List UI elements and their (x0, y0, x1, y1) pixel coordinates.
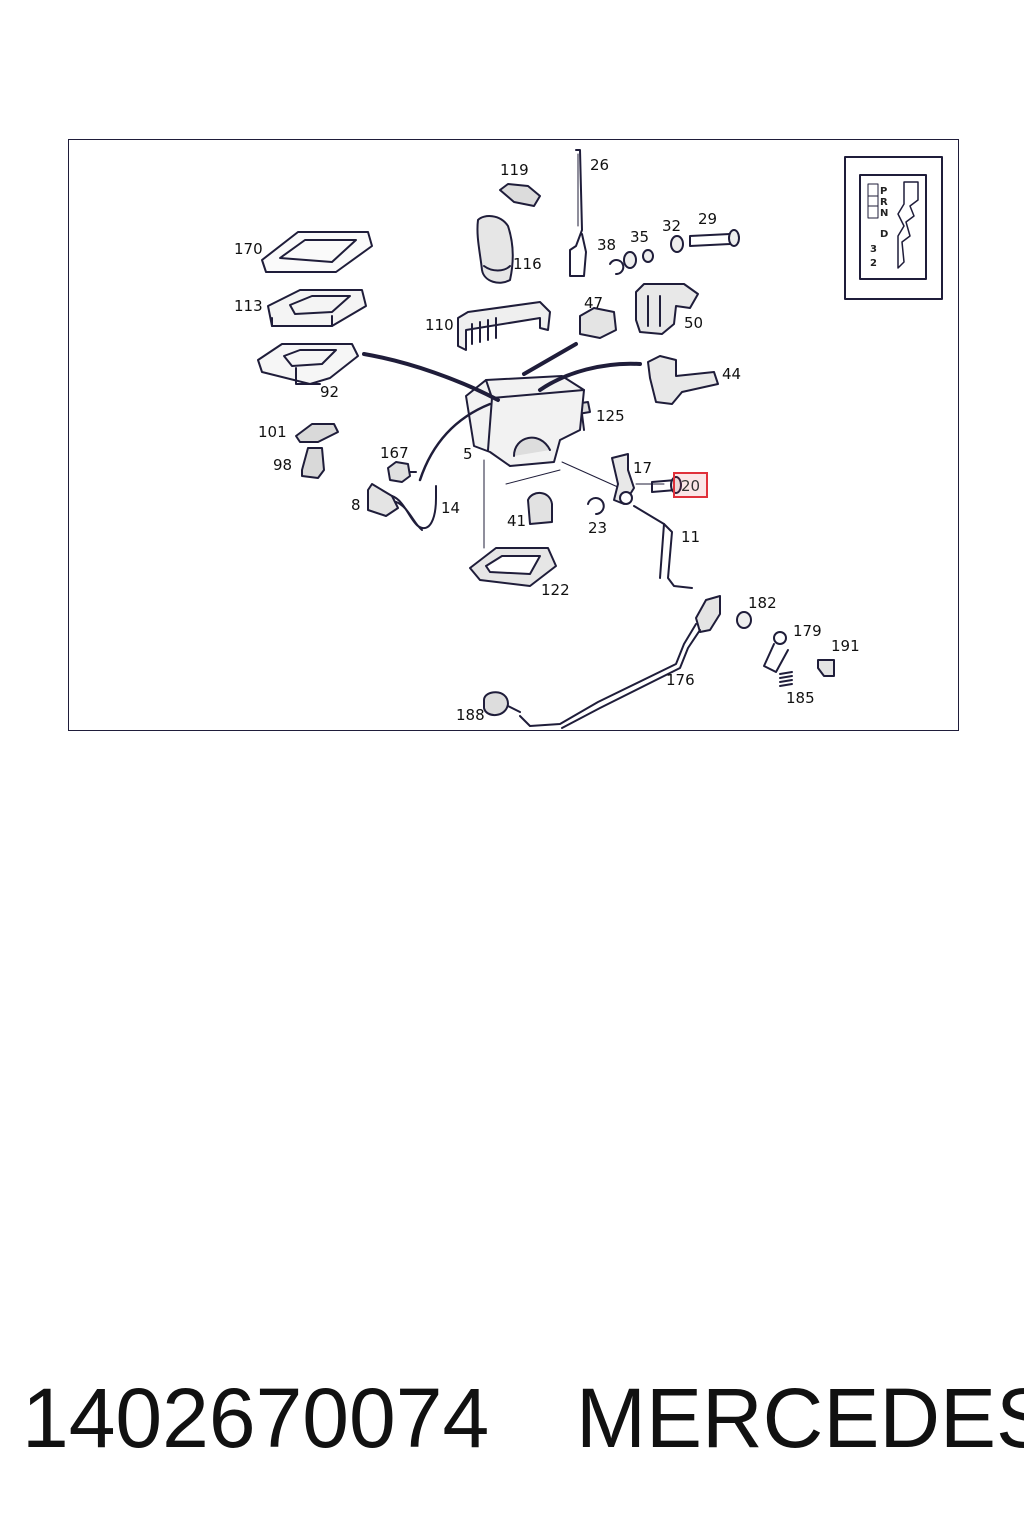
callout-41: 41 (507, 512, 527, 530)
callout-191: 191 (831, 637, 860, 655)
callout-50: 50 (684, 314, 704, 332)
part-41-clip (527, 492, 553, 525)
part-44-lock-assembly (647, 355, 719, 405)
callout-92: 92 (320, 383, 340, 401)
part-188-grommet (483, 691, 521, 716)
part-50-module (635, 283, 699, 335)
part-38-circlip (609, 259, 625, 276)
callout-185: 185 (786, 689, 815, 707)
callout-182: 182 (748, 594, 777, 612)
gear-gate-labels: P R N D 3 2 (870, 186, 888, 269)
callout-98: 98 (273, 456, 293, 474)
product-caption: 1402670074 MERCEDES (0, 1370, 1024, 1470)
part-8-14-cable (367, 483, 437, 531)
part-number: 1402670074 (22, 1371, 490, 1465)
callout-113: 113 (234, 297, 263, 315)
part-47-relay (579, 307, 617, 339)
callout-38: 38 (597, 236, 617, 254)
part-98-bracket (301, 447, 325, 479)
part-191-clip (817, 659, 835, 677)
part-176-shift-cable (519, 595, 721, 729)
callout-116: 116 (513, 255, 542, 273)
callout-101: 101 (258, 423, 287, 441)
callout-29: 29 (698, 210, 718, 228)
part-182-bushing (736, 611, 752, 629)
gate-label-2: 2 (870, 258, 877, 269)
callout-170: 170 (234, 240, 263, 258)
part-5-housing (465, 375, 585, 467)
part-113-gate-plate (267, 289, 367, 327)
brand-name: MERCEDES (576, 1371, 1024, 1465)
gate-label-3: 3 (870, 244, 877, 255)
callout-35: 35 (630, 228, 650, 246)
gate-label-p: P (880, 186, 887, 197)
part-119-knob-insert (499, 183, 541, 207)
gate-label-r: R (880, 197, 888, 208)
callout-167: 167 (380, 444, 409, 462)
callout-125: 125 (596, 407, 625, 425)
part-26-shift-rod (569, 149, 587, 277)
callout-20-highlighted: 20 (673, 472, 709, 498)
part-110-cover (457, 301, 551, 351)
part-17-selector-lever (611, 453, 635, 505)
part-170-trim-frame (261, 231, 373, 273)
callout-26: 26 (590, 156, 610, 174)
part-29-bolt (689, 229, 740, 247)
callout-32: 32 (662, 217, 682, 235)
part-23-circlip (587, 497, 605, 515)
callout-11: 11 (681, 528, 701, 546)
gate-label-n: N (880, 208, 888, 219)
part-32-washer (670, 235, 684, 253)
callout-110: 110 (425, 316, 454, 334)
callout-23: 23 (588, 519, 608, 537)
callout-17: 17 (633, 459, 653, 477)
callout-188: 188 (456, 706, 485, 724)
part-11-linkage (633, 505, 693, 589)
callout-44: 44 (722, 365, 742, 383)
part-167-sensor (387, 461, 411, 483)
callout-122: 122 (541, 581, 570, 599)
callout-14: 14 (441, 499, 461, 517)
part-179-lever (763, 631, 789, 673)
assembly-arrows (362, 342, 642, 482)
gear-gate-inset (844, 156, 943, 300)
part-122-base-seal (469, 547, 557, 587)
part-116-shift-knob (476, 215, 514, 284)
callout-119: 119 (500, 161, 529, 179)
gate-label-d: D (880, 229, 888, 240)
callout-47: 47 (584, 294, 604, 312)
guide-lines (483, 459, 665, 549)
part-35-bushing (623, 249, 654, 269)
callout-5: 5 (463, 445, 473, 463)
callout-179: 179 (793, 622, 822, 640)
part-92-cover (257, 343, 359, 385)
callout-8: 8 (351, 496, 361, 514)
part-185-spring (779, 671, 793, 687)
callout-176: 176 (666, 671, 695, 689)
part-101-clip (295, 423, 339, 443)
